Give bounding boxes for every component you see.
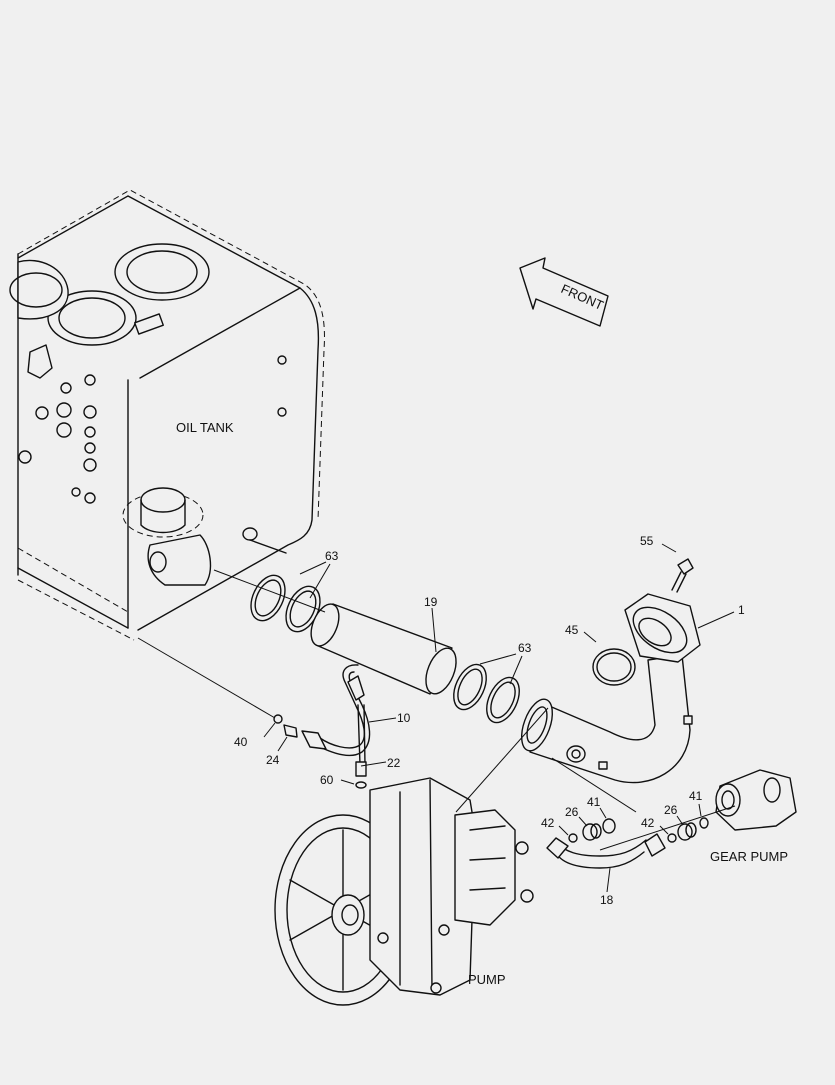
oil-tank-label: OIL TANK (176, 420, 234, 435)
callout-63-left: 63 (325, 549, 339, 563)
callout-42-left: 42 (541, 816, 555, 830)
callout-41-right: 41 (689, 789, 703, 803)
callout-60: 60 (320, 773, 334, 787)
o-ring-45 (592, 648, 636, 686)
callout-41-left: 41 (587, 795, 601, 809)
o-ring-41-right (699, 817, 709, 829)
tank-top-port-a (114, 243, 210, 301)
hose-10 (301, 664, 371, 766)
oil-tank (9, 189, 325, 641)
callout-45: 45 (565, 623, 579, 637)
tank-top-port-b (47, 290, 137, 346)
callout-22: 22 (387, 756, 401, 770)
hose-clamp-63-right-a (453, 663, 487, 711)
o-ring-42-left (568, 833, 578, 843)
suction-pipe-1 (520, 593, 701, 784)
hose-clamp-63-left-a (250, 574, 286, 622)
gear-pump-label: GEAR PUMP (710, 849, 788, 864)
o-ring-40 (273, 714, 283, 724)
connector-26-right (677, 822, 697, 841)
callout-24: 24 (266, 753, 280, 767)
o-ring-60 (355, 781, 367, 789)
callout-10: 10 (397, 711, 411, 725)
fitting-22 (355, 761, 367, 777)
main-pump (274, 777, 534, 1006)
connector-26-left (582, 823, 602, 841)
callout-1: 1 (738, 603, 745, 617)
pump-label: PUMP (468, 972, 506, 987)
tank-top-port-c (9, 259, 69, 320)
leader-lines (137, 543, 736, 893)
callout-26-left: 26 (565, 805, 579, 819)
callout-40: 40 (234, 735, 248, 749)
o-ring-41-left (602, 818, 616, 834)
callout-26-right: 26 (664, 803, 678, 817)
front-direction-arrow: FRONT (519, 257, 609, 327)
bolt-55 (671, 558, 694, 593)
tank-side-fittings (18, 344, 287, 504)
fitting-24 (283, 724, 298, 738)
callout-63-right: 63 (518, 641, 532, 655)
suction-hose-19 (310, 603, 457, 695)
callout-42-right: 42 (641, 816, 655, 830)
tank-suction-port (122, 487, 287, 586)
callout-19: 19 (424, 595, 438, 609)
tank-top-plate (134, 313, 164, 335)
o-ring-42-right (667, 833, 677, 843)
callout-55: 55 (640, 534, 654, 548)
gear-pump (715, 769, 797, 831)
hose-clamp-63-right-b (486, 676, 520, 724)
hose-18 (546, 833, 666, 869)
callout-18: 18 (600, 893, 614, 907)
